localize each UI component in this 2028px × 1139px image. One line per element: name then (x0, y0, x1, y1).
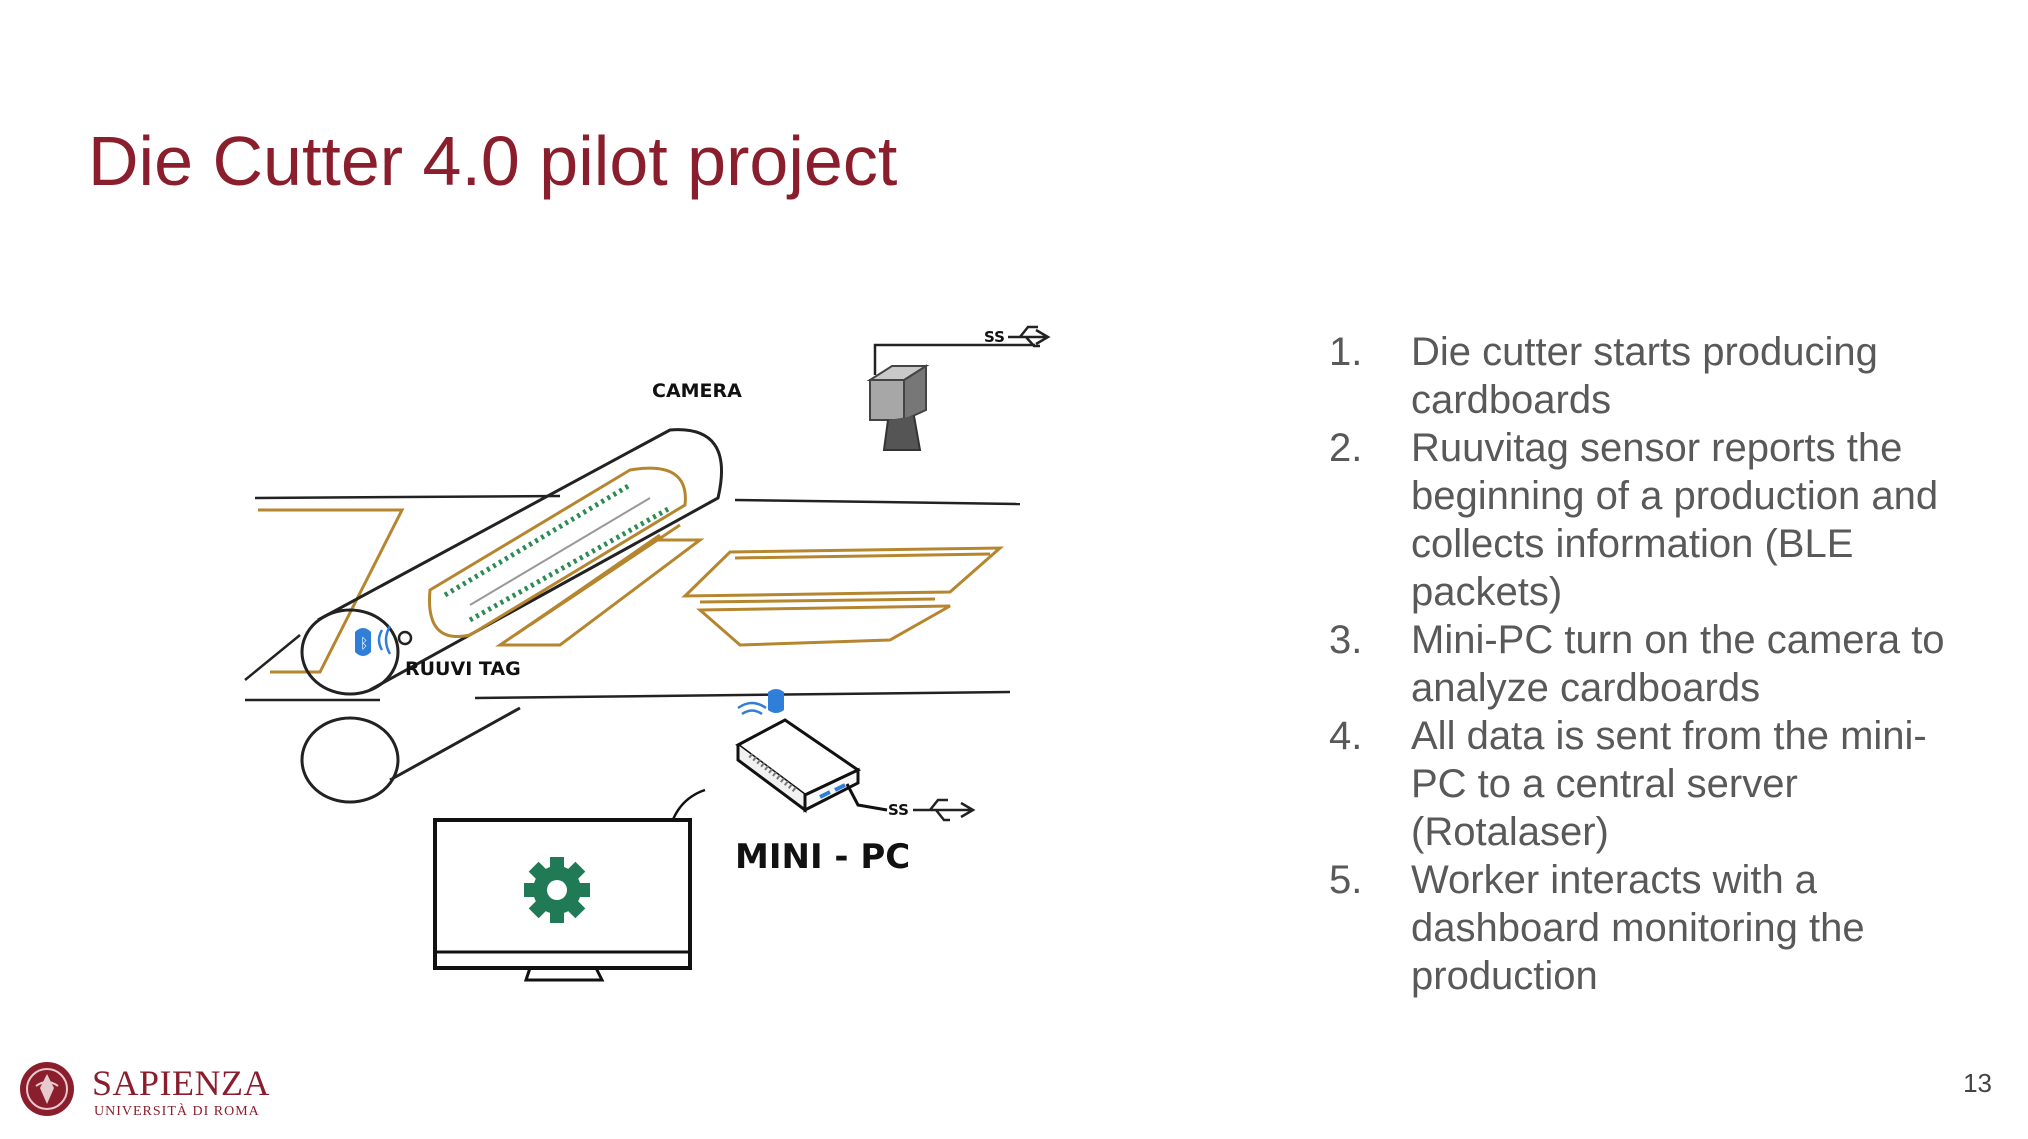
mini-pc-icon (735, 718, 888, 813)
page-number: 13 (1963, 1068, 1992, 1098)
usb-ss-label-minipc: SS (888, 801, 909, 819)
upper-roller (300, 428, 723, 696)
ruuvitag-sensor: ᛒ (355, 625, 413, 656)
step-text: Mini-PC turn on the camera to analyze ca… (1411, 618, 1945, 710)
list-item: 1. Die cutter starts producing cardboards (1325, 328, 1975, 424)
step-text: All data is sent from the mini-PC to a c… (1411, 714, 1927, 854)
ruuvitag-label: RUUVI TAG (405, 658, 521, 680)
logo-subtitle: UNIVERSITÀ DI ROMA (94, 1104, 260, 1119)
step-number: 3. (1329, 618, 1363, 662)
slide-title: Die Cutter 4.0 pilot project (88, 122, 898, 200)
sapienza-logo: SAPIENZA UNIVERSITÀ DI ROMA (18, 1058, 278, 1128)
steps-list: 1. Die cutter starts producing cardboards… (1325, 328, 1975, 1000)
camera-label: CAMERA (652, 380, 742, 402)
step-number: 4. (1329, 714, 1363, 758)
step-number: 5. (1329, 858, 1363, 902)
step-number: 1. (1329, 330, 1363, 374)
usb-icon: SS (888, 798, 976, 822)
gear-icon (524, 857, 590, 923)
lower-roller (300, 706, 521, 804)
seal-icon (20, 1062, 74, 1116)
conveyor-belt (244, 494, 1021, 702)
list-item: 4. All data is sent from the mini-PC to a… (1325, 712, 1975, 856)
list-item: 2. Ruuvitag sensor reports the beginning … (1325, 424, 1975, 616)
camera-icon (866, 343, 1035, 451)
list-item: 3. Mini-PC turn on the camera to analyze … (1325, 616, 1975, 712)
die-on-roller (428, 466, 687, 638)
step-number: 2. (1329, 426, 1363, 470)
minipc-label: MINI - PC (735, 837, 910, 877)
list-item: 5. Worker interacts with a dashboard moni… (1325, 856, 1975, 1000)
logo-name: SAPIENZA (92, 1063, 271, 1103)
die-cutter-diagram: ᛒ RUUVI TAG CAMERA SS SS MINI - PC (244, 325, 1051, 982)
usb-icon: SS (984, 325, 1051, 348)
usb-ss-label-camera: SS (984, 328, 1005, 346)
wifi-bluetooth-icon (737, 689, 784, 716)
step-text: Worker interacts with a dashboard monito… (1411, 858, 1865, 998)
output-cardboards (495, 523, 1005, 647)
svg-text:ᛒ: ᛒ (360, 636, 368, 652)
cardboard-feed-sheet (258, 508, 405, 674)
step-text: Die cutter starts producing cardboards (1411, 330, 1878, 422)
step-text: Ruuvitag sensor reports the beginning of… (1411, 426, 1939, 614)
